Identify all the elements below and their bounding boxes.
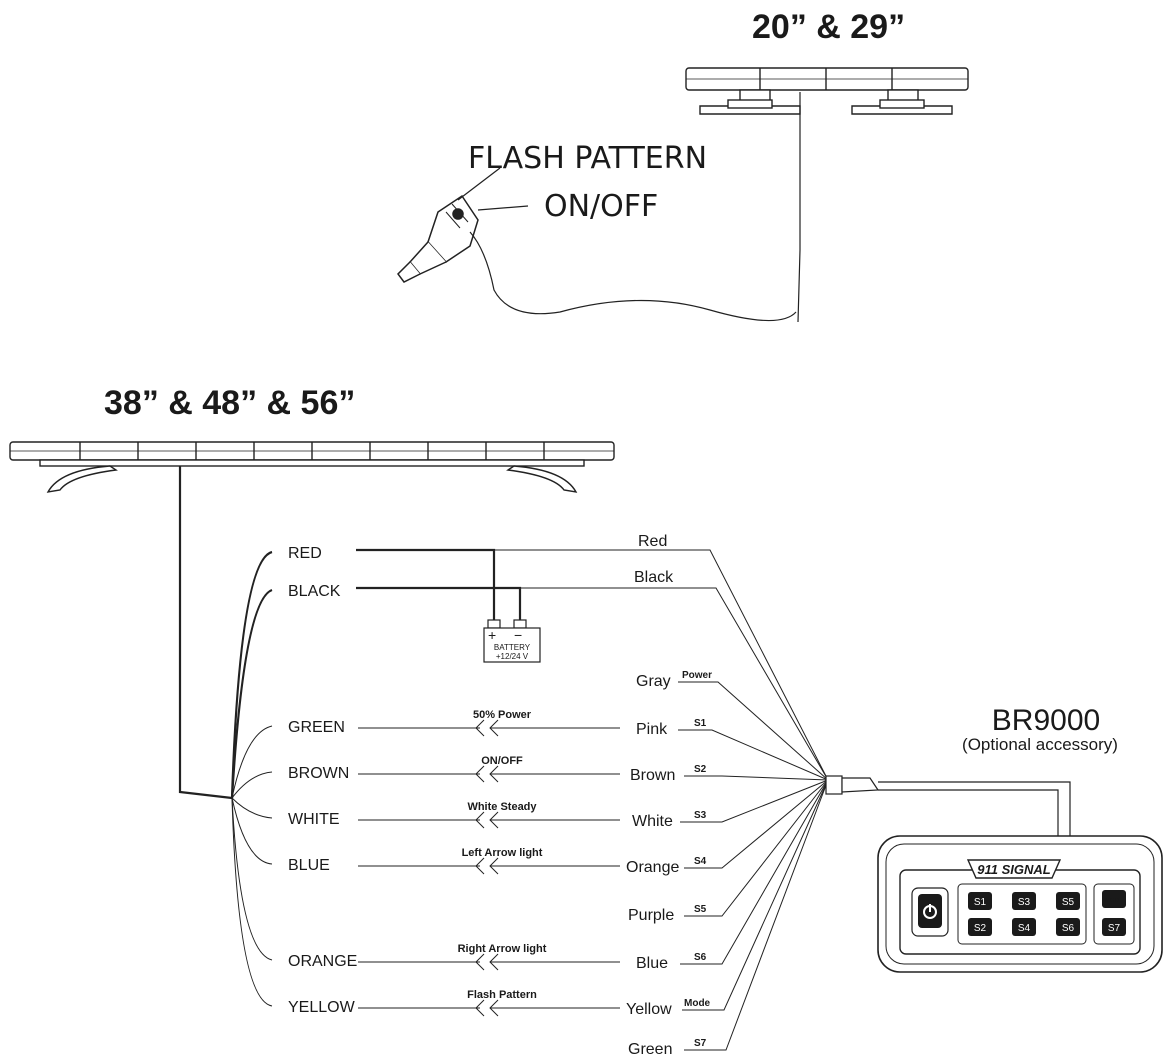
controller-wire-purple: Purple <box>628 907 674 924</box>
controller-wire-white: White <box>632 813 673 830</box>
controller-wire-gray: Gray <box>636 673 671 690</box>
battery-voltage: +12/24 V <box>496 652 529 661</box>
controller-wire-red: Red <box>638 533 667 550</box>
keypad <box>957 883 1135 945</box>
key-label-s3: S3 <box>1018 897 1031 908</box>
function-label-50-power: 50% Power <box>473 709 532 721</box>
controller-wire-brown: Brown <box>630 767 675 784</box>
function-label-left-arrow: Left Arrow light <box>462 847 543 859</box>
key-label-s4: S4 <box>1018 923 1031 934</box>
switch-tag-s1: S1 <box>694 718 707 729</box>
key-label-s7: S7 <box>1108 923 1121 934</box>
key-label-s6: S6 <box>1062 923 1075 934</box>
wire-label-blue: BLUE <box>288 857 330 874</box>
wire-label-yellow: YELLOW <box>288 999 356 1016</box>
key-label-s1: S1 <box>974 897 987 908</box>
key-s2 <box>968 918 992 936</box>
battery-label: BATTERY <box>494 643 531 652</box>
function-label-right-arrow: Right Arrow light <box>458 943 547 955</box>
flash-pattern-leader <box>457 167 501 201</box>
wire-label-white: WHITE <box>288 811 340 828</box>
controller-wire-blue: Blue <box>636 955 668 972</box>
switch-tag-mode: Mode <box>684 998 711 1009</box>
small-bar-cable <box>797 92 801 323</box>
controller-model: BR9000 <box>992 704 1100 737</box>
wire-label-orange: ORANGE <box>288 953 357 970</box>
long-lightbar-title: 38” & 48” & 56” <box>104 384 355 422</box>
key-s3 <box>1012 892 1036 910</box>
key-s5 <box>1056 892 1080 910</box>
on-off-label: ON/OFF <box>544 189 658 224</box>
function-label-white-steady: White Steady <box>467 801 537 813</box>
switch-tag-s4: S4 <box>694 856 707 867</box>
switch-tag-s5: S5 <box>694 904 707 915</box>
wire-label-red: RED <box>288 545 322 562</box>
key-label-mode: MODE <box>1105 898 1123 904</box>
controller-wire-orange: Orange <box>626 859 679 876</box>
function-lines <box>358 719 620 1017</box>
wire-fanout <box>230 550 273 1007</box>
power-button <box>911 887 949 937</box>
controller-connector <box>825 775 1071 840</box>
key-label-s5: S5 <box>1062 897 1075 908</box>
battery-wiring <box>356 548 829 781</box>
brand-logo: 911 SIGNAL <box>977 862 1051 877</box>
switch-tag-s3: S3 <box>694 810 707 821</box>
wire-label-brown: BROWN <box>288 765 349 782</box>
wire-label-black: BLACK <box>288 583 341 600</box>
switch-tag-s2: S2 <box>694 764 707 775</box>
switch-tag-s7: S7 <box>694 1038 707 1049</box>
switch-tag-s6: S6 <box>694 952 707 963</box>
switch-tag-power: Power <box>682 670 712 681</box>
small-lightbar <box>685 67 969 115</box>
controller-wire-yellow: Yellow <box>626 1001 672 1018</box>
key-label-s2: S2 <box>974 923 987 934</box>
function-label-flash-pattern: Flash Pattern <box>467 989 537 1001</box>
key-s4 <box>1012 918 1036 936</box>
controller-wire-black: Black <box>634 569 674 586</box>
function-label-on-off: ON/OFF <box>481 755 523 767</box>
key-s7 <box>1102 918 1126 936</box>
key-s6 <box>1056 918 1080 936</box>
on-off-leader <box>477 205 529 211</box>
top-lightbar-title: 20” & 29” <box>752 8 905 46</box>
controller-wire-pink: Pink <box>636 721 668 738</box>
battery-minus: − <box>514 627 522 643</box>
flash-pattern-label: FLASH PATTERN <box>468 141 707 176</box>
battery-icon <box>483 619 541 663</box>
main-cable <box>178 466 233 800</box>
controller-wire-green: Green <box>628 1041 672 1056</box>
wire-label-green: GREEN <box>288 719 345 736</box>
controller-wire-fan <box>678 681 829 1051</box>
key-mode <box>1102 890 1126 908</box>
cigarette-plug-icon <box>397 194 797 322</box>
long-lightbar <box>9 441 615 493</box>
battery-plus: + <box>488 627 496 643</box>
key-s1 <box>968 892 992 910</box>
controller-note: (Optional accessory) <box>962 735 1118 754</box>
